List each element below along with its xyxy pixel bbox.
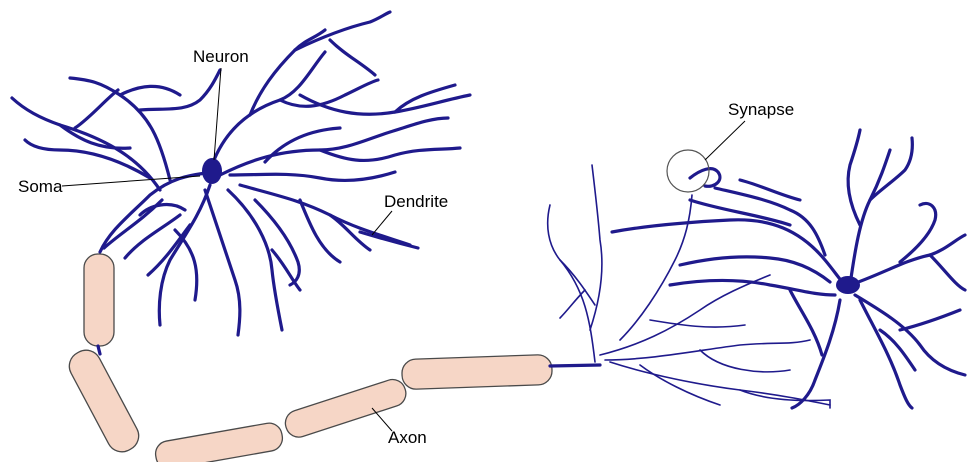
- myelin-sheath: [84, 254, 114, 346]
- synapse-leader-line: [705, 121, 745, 160]
- synapse-label: Synapse: [728, 101, 794, 118]
- myelin-sheath: [154, 421, 285, 462]
- myelin-sheath: [402, 354, 553, 389]
- right-neuron: [612, 130, 965, 408]
- axon: [64, 254, 600, 462]
- soma-leader-line: [62, 176, 200, 186]
- axon-terminals: [548, 165, 830, 408]
- dendrite-label: Dendrite: [384, 193, 448, 210]
- right-neuron-nucleus: [836, 276, 860, 294]
- axon-label: Axon: [388, 429, 427, 446]
- soma-nucleus: [202, 158, 222, 184]
- myelin-sheath: [64, 345, 144, 457]
- soma-label: Soma: [18, 178, 62, 195]
- neuron-label: Neuron: [193, 48, 249, 65]
- dendrite-leader-line: [372, 211, 392, 235]
